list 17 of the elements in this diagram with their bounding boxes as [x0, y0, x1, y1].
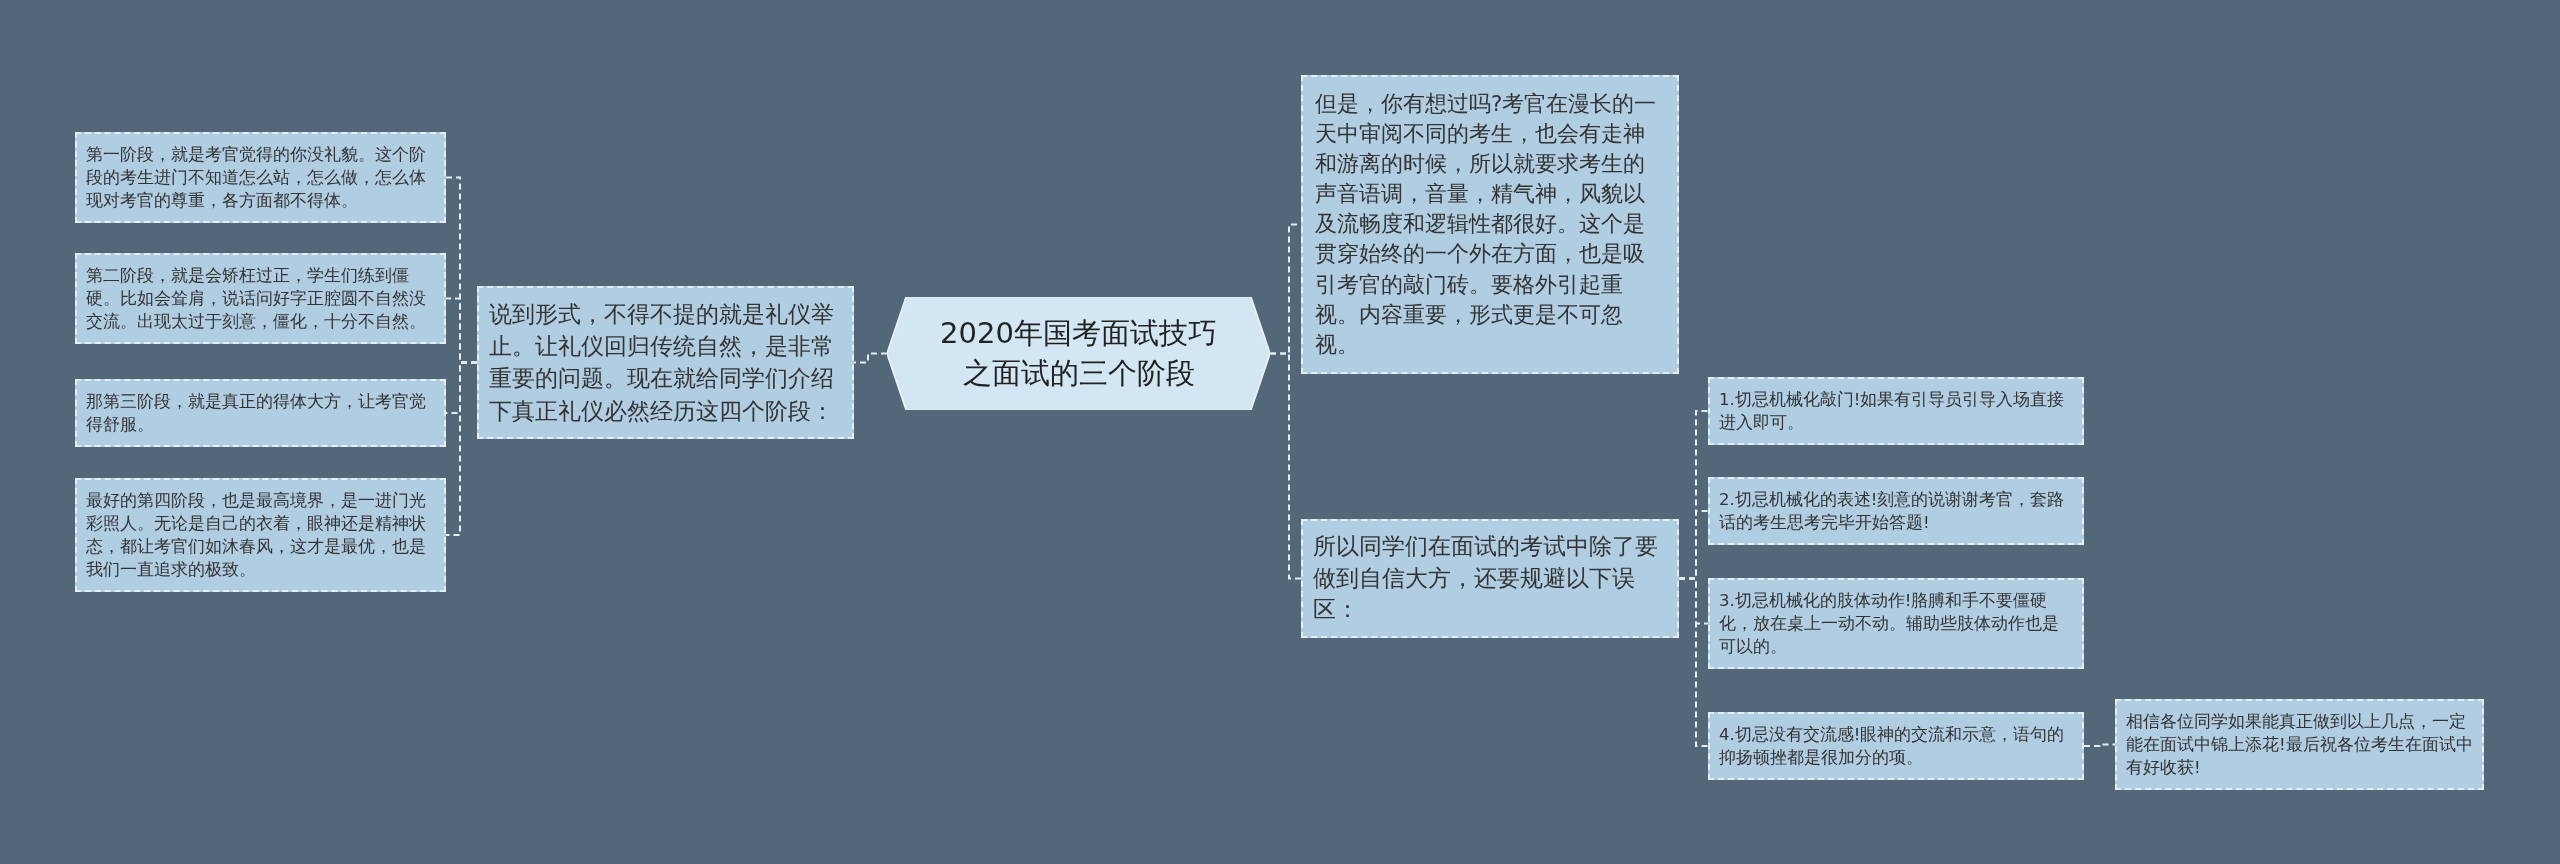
text-box: 说到形式，不得不提的就是礼仪举止。让礼仪回归传统自然，是非常重要的问题。现在就给同学们介绍下真正礼仪必然经历这四个阶段： [477, 286, 854, 439]
topic-hexagon: 2020年国考面试技巧之面试的三个阶段 [887, 297, 1270, 410]
connector-line [1678, 577, 1709, 747]
text-box: 最好的第四阶段，也是最高境界，是一进门光彩照人。无论是自己的衣着，眼神还是精神状态，都让考官们如沐春风，这才是最优，也是我们一直追求的极致。 [75, 478, 446, 593]
text-box: 但是，你有想过吗?考官在漫长的一天中审阅不同的考生，也会有走神和游离的时候，所以就要求考生的声音语调，音量，精气神，风貌以及流畅度和逻辑性都很好。这个是贯穿始终的一个外在方面，也是吸引考官的敲门砖。要格外引起重视。内容重要，形式更是不可忽视。 [1301, 75, 1679, 374]
connector-line [2083, 743, 2116, 747]
text-box: 所以同学们在面试的考试中除了要做到自信大方，还要规避以下误区： [1301, 519, 1679, 638]
connector-line [1269, 352, 1302, 580]
text-box: 2.切忌机械化的表述!刻意的说谢谢考官，套路话的考生思考完毕开始答题! [1708, 477, 2084, 546]
text-box: 相信各位同学如果能真正做到以上几点，一定能在面试中锦上添花!最后祝各位考生在面试中有好收获! [2115, 699, 2484, 791]
text-box: 第一阶段，就是考官觉得的你没礼貌。这个阶段的考生进门不知道怎么站，怎么做，怎么体现对考官的尊重，各方面都不得体。 [75, 132, 446, 224]
text-box: 3.切忌机械化的肢体动作!胳膊和手不要僵硬化，放在桌上一动不动。辅助些肢体动作也是可以的。 [1708, 578, 2084, 670]
text-box: 4.切忌没有交流感!眼神的交流和示意，语句的抑扬顿挫都是很加分的项。 [1708, 712, 2084, 781]
text-box: 1.切忌机械化敲门!如果有引导员引导入场直接进入即可。 [1708, 377, 2084, 446]
connector-line [445, 361, 478, 536]
text-box: 第二阶段，就是会矫枉过正，学生们练到僵硬。比如会耸肩，说话问好字正腔圆不自然没交流。出现太过于刻意，僵化，十分不自然。 [75, 253, 446, 345]
text-box: 那第三阶段，就是真正的得体大方，让考官觉得舒服。 [75, 379, 446, 448]
